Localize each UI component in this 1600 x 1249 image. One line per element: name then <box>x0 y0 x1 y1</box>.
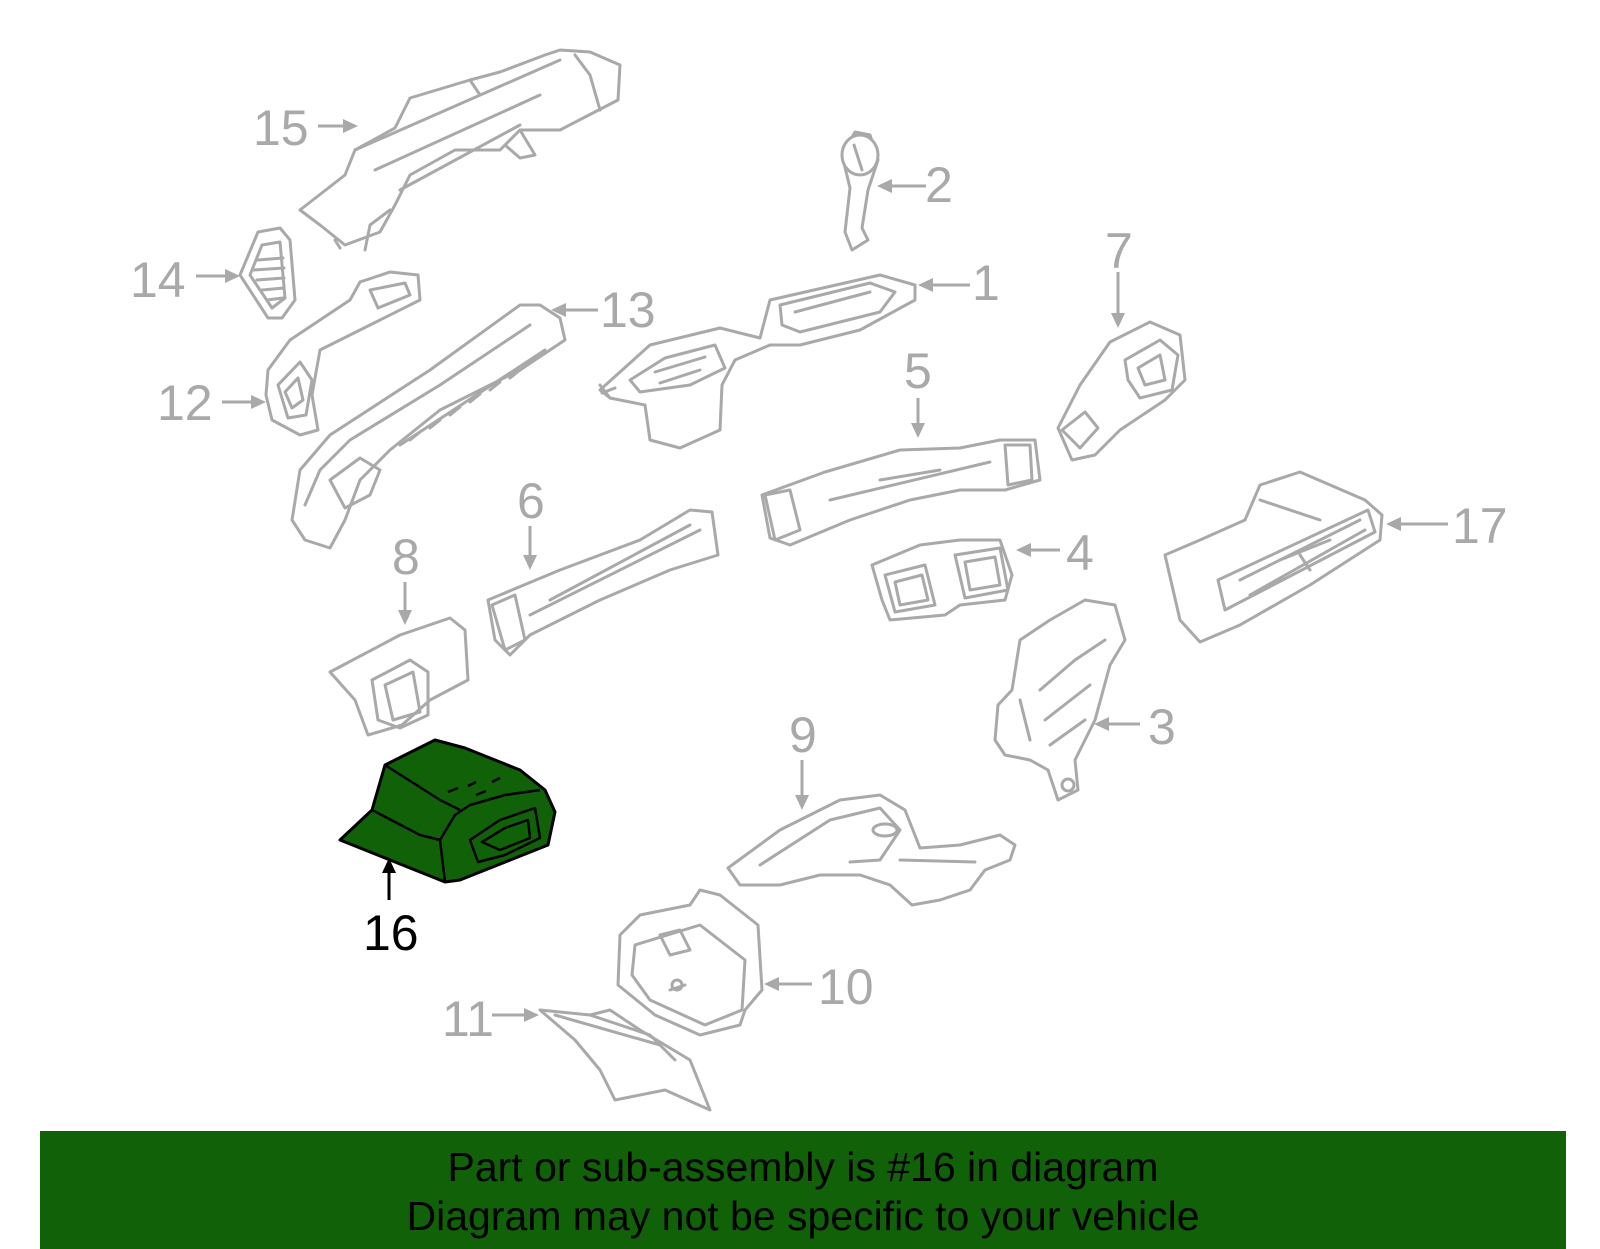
callout-5: 5 <box>904 343 932 399</box>
part-3-bracket <box>993 598 1127 802</box>
callout-17: 17 <box>1452 498 1508 554</box>
leaders <box>196 119 1448 1022</box>
callout-16: 16 <box>363 905 419 961</box>
part-5-mid-duct <box>760 438 1042 547</box>
part-16-highlighted-vent <box>338 738 557 884</box>
callout-12: 12 <box>157 375 213 431</box>
part-7-vent-duct <box>1056 320 1187 462</box>
part-14-grille-vent <box>238 226 297 320</box>
part-11-trim-panel <box>538 1008 712 1112</box>
callout-2: 2 <box>925 157 953 213</box>
callout-1: 1 <box>972 255 1000 311</box>
callout-10: 10 <box>818 959 874 1015</box>
part-13-dash-duct <box>290 303 567 550</box>
callout-14: 14 <box>130 252 186 308</box>
callout-7: 7 <box>1105 223 1133 279</box>
info-banner: Part or sub-assembly is #16 in diagram D… <box>40 1131 1566 1249</box>
banner-part-line: Part or sub-assembly is #16 in diagram <box>447 1144 1159 1190</box>
callout-4: 4 <box>1066 525 1094 581</box>
callout-6: 6 <box>517 473 545 529</box>
part-1-center-duct <box>598 273 917 450</box>
callout-11: 11 <box>442 991 494 1047</box>
callout-15: 15 <box>253 100 309 156</box>
part-4-double-vent <box>870 538 1014 622</box>
banner-disclaimer-line: Diagram may not be specific to your vehi… <box>406 1193 1200 1239</box>
part-8-square-duct <box>328 616 470 737</box>
part-10-vent-housing <box>616 888 764 1037</box>
part-2-hose <box>840 130 880 252</box>
part-12-side-duct <box>264 270 422 437</box>
part-9-lower-duct <box>726 793 1017 907</box>
callout-9: 9 <box>789 707 817 763</box>
callout-labels: 1 2 3 4 5 6 7 8 9 10 11 12 13 14 15 16 1… <box>130 100 1508 1047</box>
callout-8: 8 <box>392 529 420 585</box>
part-6-long-duct <box>486 508 720 657</box>
part-15-upper-duct <box>298 48 622 252</box>
part-17-large-vent <box>1163 470 1384 644</box>
callout-3: 3 <box>1148 699 1176 755</box>
callout-13: 13 <box>600 282 656 338</box>
